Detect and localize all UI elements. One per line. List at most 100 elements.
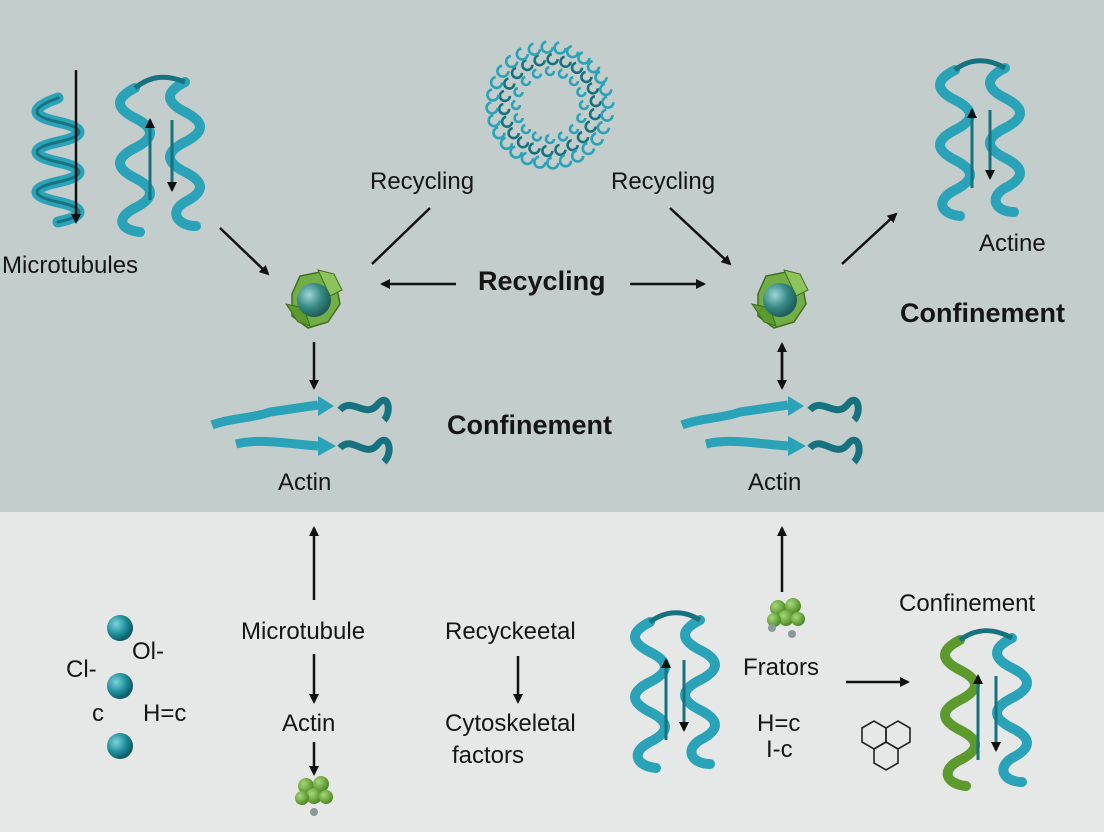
ring-subunit [598,82,613,97]
beta-strand-actin-icon [680,396,863,465]
protein-complex-icon [750,269,809,329]
ring-subunit [566,138,579,152]
ring-subunit [513,86,524,98]
ring-subunit [502,77,516,90]
label-actine: Actine [979,230,1046,257]
label-confinement-center: Confinement [447,410,612,440]
ring-subunit [546,52,559,66]
ring-subunit [568,123,580,135]
ring-subunit [577,51,591,65]
green-cluster-icon [767,598,805,638]
protein-complex-icon [284,269,343,329]
ring-subunit [486,88,500,102]
ring-assembly-icon [485,40,615,170]
ring-subunit [544,133,556,145]
label-h-eq-c-left: H=c [143,700,187,727]
label-factors: factors [452,742,525,769]
label-recycling-left: Recycling [370,168,475,195]
ring-subunit [497,102,511,116]
ring-subunit [570,149,585,163]
ion-sphere-icon [107,733,133,759]
beta-sheet-protein-icon [115,74,205,237]
ring-subunit [590,132,604,146]
ring-subunit [578,99,590,111]
ring-subunit [544,65,556,77]
ring-subunit [554,143,567,157]
ring-subunit [568,75,580,87]
ring-subunit [594,70,608,85]
ring-subunit [533,53,546,67]
label-actin-bottom: Actin [282,710,336,737]
ring-subunit [580,70,593,84]
label-actin-left: Actin [278,469,332,496]
label-recyckeetal: Recyckeetal [445,618,576,645]
ring-subunit [584,120,598,133]
ring-subunit [520,123,532,135]
beta-sheet-protein-icon [630,610,720,773]
beta-strand-actin-icon [210,396,393,465]
ring-subunit [515,47,530,61]
green-cluster-icon [295,776,333,816]
helix-icon [31,92,85,228]
arrow-recycling-diag-right [669,207,732,266]
arrow-to-left-complex [219,227,270,276]
benzene-ring-icon [861,720,911,771]
ring-subunit [559,55,572,69]
ring-subunit [521,58,534,72]
ring-subunit [496,64,510,78]
label-frators: Frators [743,654,820,681]
ring-subunit [507,126,520,140]
beta-sheet-protein-icon [940,628,1032,791]
ring-subunit [600,108,614,122]
ring-subunit [527,42,542,57]
ring-subunit [498,89,512,103]
ring-subunit [553,41,567,55]
ring-subunit [581,141,596,156]
label-i-c: I-c [766,736,793,763]
ring-subunit [558,154,573,168]
label-cytoskeletal: Cytoskeletal [445,710,576,737]
bottom-panel [0,512,1104,832]
ring-subunit [576,86,587,98]
ring-subunit [533,155,547,169]
beta-sheet-protein-icon [935,58,1025,221]
ring-subunit [489,75,504,90]
label-h-eq-c-right: H=c [757,710,801,737]
ring-subunit [601,95,615,109]
label-c: c [92,700,104,727]
label-confinement-right: Confinement [900,298,1065,328]
ring-subunit [540,40,555,54]
label-recycling-center: Recycling [478,266,606,296]
ring-subunit [576,130,590,144]
ring-subunit [509,145,523,159]
ring-subunit [586,59,601,74]
label-microtubule: Microtubule [241,618,366,645]
arrow-to-actine [841,212,898,265]
label-actin-right: Actin [748,469,802,496]
ring-subunit [570,61,584,75]
ring-subunit [528,142,541,155]
ring-subunit [596,120,611,135]
ring-subunit [510,66,524,80]
ring-subunit [531,68,543,79]
ion-sphere-icon [107,673,133,699]
label-confinement-bottom: Confinement [899,590,1036,617]
label-cl: Cl- [66,656,97,683]
ring-subunit [531,131,543,142]
ring-subunit [487,113,502,128]
ring-subunit [557,131,569,142]
ring-subunit [499,136,514,151]
ring-subunit [520,151,535,166]
arrow-recycling-diag-left [371,207,431,265]
ring-subunit [510,99,522,111]
label-recycling-right: Recycling [611,168,716,195]
ring-subunit [513,112,524,124]
ring-subunit [504,54,519,69]
ring-subunit [485,101,499,115]
ring-subunit [557,68,569,79]
ring-subunit [565,44,580,59]
ring-subunit [545,156,560,170]
label-ol: Ol- [132,638,164,665]
ring-subunit [541,144,554,158]
